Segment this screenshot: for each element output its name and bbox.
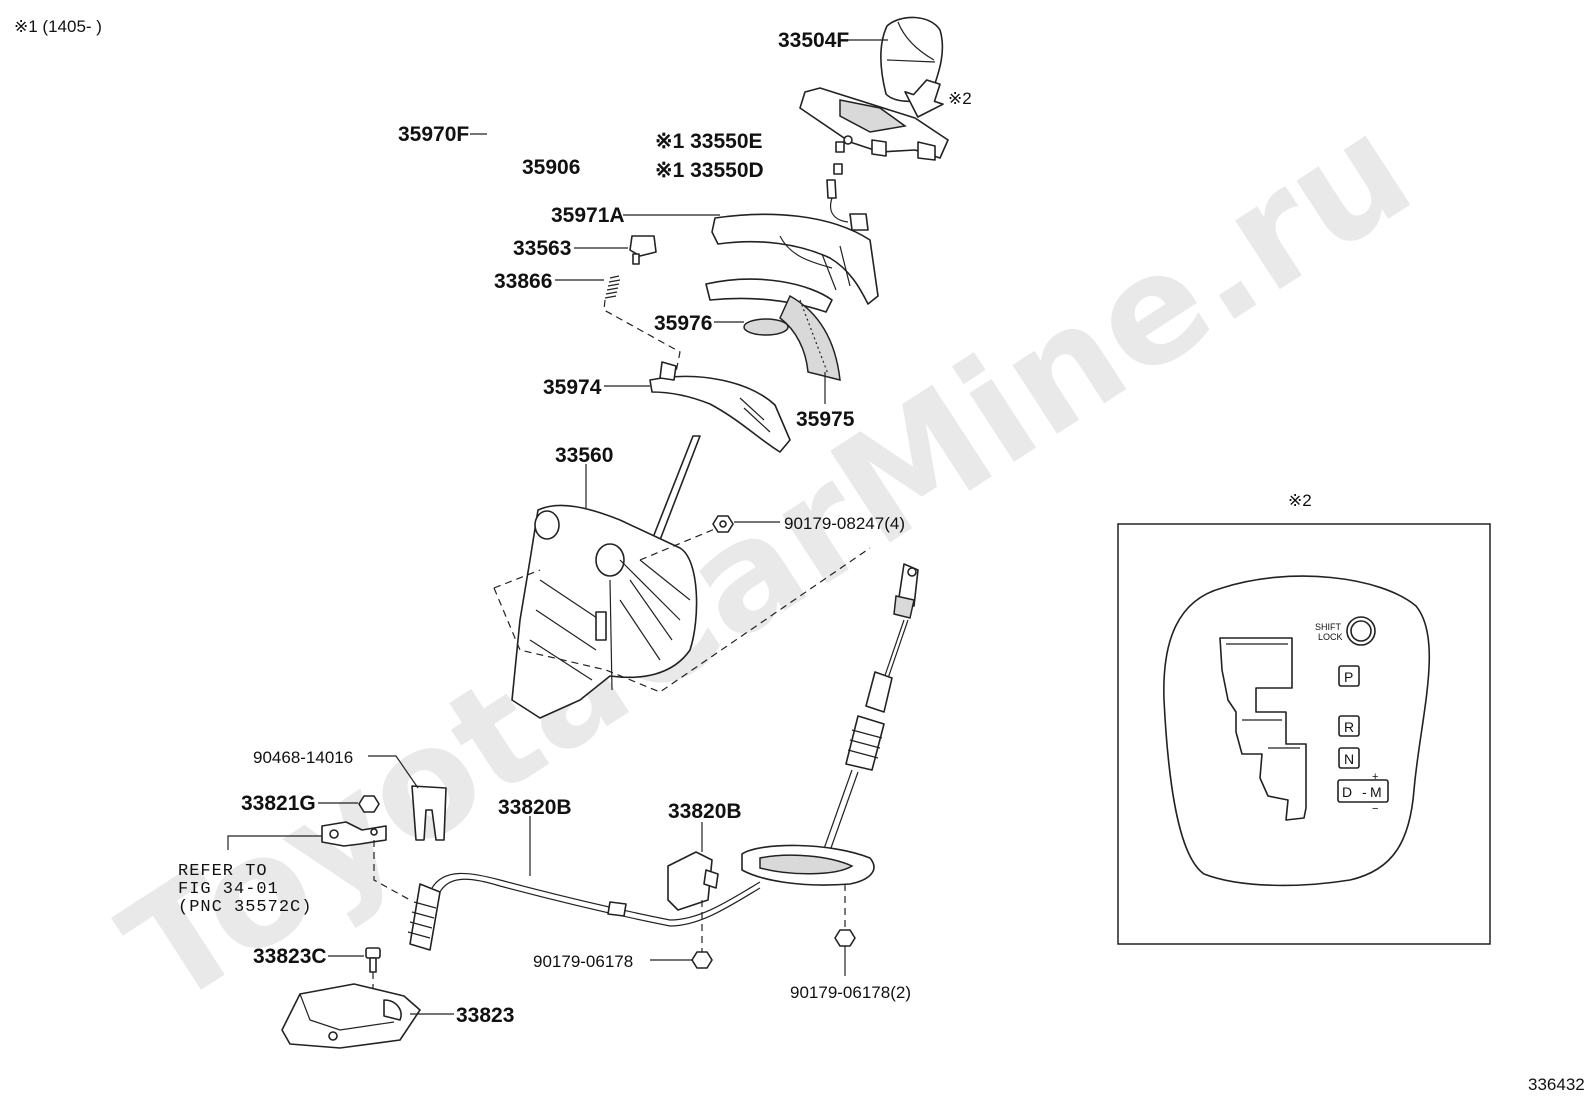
hex-nut: [834, 929, 856, 947]
header-note: ※1 (1405- ): [14, 17, 102, 36]
label-35976: 35976: [654, 312, 712, 335]
dust-cover: [779, 294, 841, 381]
label-33820B-bracket: 33820B: [668, 800, 742, 823]
refer-line-1: REFER TO: [178, 862, 268, 881]
label-90179-08247: 90179-08247(4): [784, 514, 905, 533]
control-cable: [407, 563, 919, 951]
retaining-clip: [411, 785, 447, 841]
hex-nut: [712, 515, 734, 533]
label-33550E: ※1 33550E: [655, 130, 763, 153]
label-33823: 33823: [456, 1004, 514, 1027]
label-33560: 33560: [555, 444, 613, 467]
label-33820B-cable: 33820B: [498, 796, 572, 819]
cable-bracket: [667, 851, 719, 911]
diagram-id: 336432: [1528, 1075, 1585, 1094]
label-33563: 33563: [513, 237, 571, 260]
inset-title: ※2: [1288, 491, 1312, 510]
leader: [368, 755, 419, 789]
shift-lock-label-2: LOCK: [1318, 632, 1343, 642]
gate-dash: -: [1362, 784, 1367, 800]
label-35970F: 35970F: [398, 123, 469, 146]
gate-m: M: [1370, 784, 1382, 800]
refer-line-2: FIG 34-01: [178, 880, 279, 899]
gate-minus: −: [1372, 803, 1378, 815]
position-switch: [629, 235, 657, 265]
inset-shift-gate: SHIFT LOCK P R N D - M + −: [1117, 523, 1491, 945]
shift-lock-label-1: SHIFT: [1315, 622, 1342, 632]
leader: [227, 835, 322, 850]
spring: [604, 275, 621, 299]
hex-nut: [358, 795, 380, 813]
label-35906: 35906: [522, 156, 580, 179]
label-35974: 35974: [543, 376, 602, 399]
label-33821G: 33821G: [241, 792, 316, 815]
indicator-housing: [649, 361, 791, 453]
console-cover: [711, 213, 879, 305]
gate-n: N: [1344, 751, 1354, 767]
cable-mounting-bracket: [281, 983, 421, 1049]
gate-plus: +: [1372, 771, 1378, 783]
gate-r: R: [1344, 719, 1354, 735]
label-33823C: 33823C: [253, 945, 327, 968]
refer-line-3: (PNC 35572C): [178, 898, 312, 917]
label-35971A: 35971A: [551, 204, 625, 227]
label-view-2: ※2: [948, 89, 972, 108]
label-35975: 35975: [796, 408, 855, 431]
hex-nut: [691, 951, 713, 969]
lever-bracket: [321, 821, 387, 847]
assembly-line: [493, 569, 541, 589]
assembly-line: [639, 525, 723, 561]
bolt: [365, 947, 381, 973]
label-90179-06178: 90179-06178: [533, 952, 633, 971]
gate-p: P: [1344, 669, 1353, 685]
assembly-line: [373, 840, 411, 901]
shift-lever-assembly: [511, 435, 701, 719]
label-33504F: 33504F: [778, 29, 849, 52]
label-33866: 33866: [494, 270, 552, 293]
bulb-socket: [826, 141, 869, 231]
label-90179-06178-2: 90179-06178(2): [790, 983, 911, 1002]
shift-indicator-plate: [799, 87, 949, 161]
label-33550D: ※1 33550D: [655, 159, 764, 182]
view-arrow: [904, 79, 944, 118]
label-90468-14016: 90468-14016: [253, 748, 353, 767]
assembly-line: [603, 299, 681, 373]
gate-d: D: [1342, 784, 1352, 800]
